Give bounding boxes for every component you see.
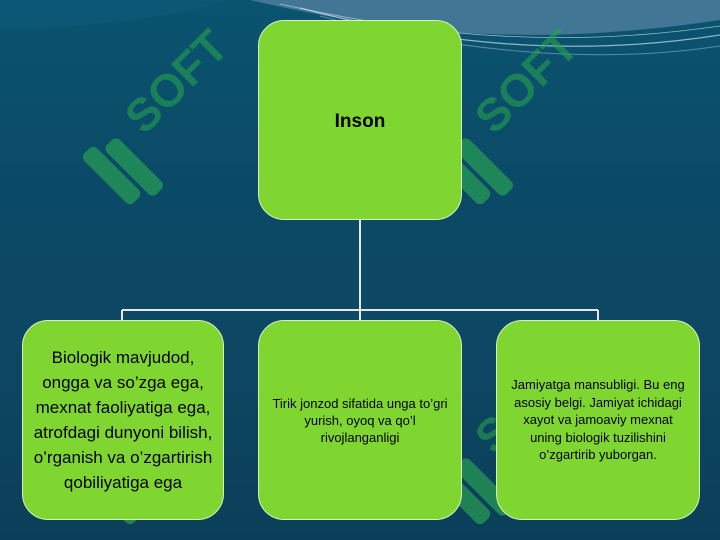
child-node-society: Jamiyatga mansubligi. Bu eng asosiy belg… [496, 320, 700, 520]
child-node-biological: Biologik mavjudod, ongga va so’zga ega, … [22, 320, 224, 520]
child-node-label: Biologik mavjudod, ongga va so’zga ega, … [33, 348, 213, 492]
root-node-label: Inson [334, 111, 386, 132]
root-node: Inson [258, 20, 462, 220]
child-node-living-being: Tirik jonzod sifatida unga to’gri yurish… [258, 320, 462, 520]
watermark-logo-icon [82, 146, 141, 205]
child-node-label: Tirik jonzod sifatida unga to’gri yurish… [272, 395, 448, 445]
decorative-waves [0, 0, 720, 56]
child-node-label: Jamiyatga mansubligi. Bu eng asosiy belg… [511, 377, 685, 463]
